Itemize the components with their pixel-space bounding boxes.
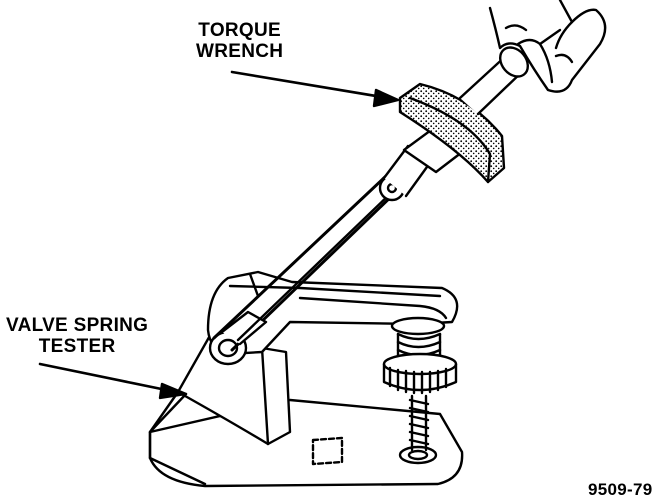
torque-wrench-shaft — [212, 174, 400, 352]
adjuster-knob[interactable] — [382, 352, 458, 395]
tester-column — [148, 330, 292, 446]
torque-wrench-handle[interactable] — [458, 42, 533, 116]
torque-wrench-label: TORQUE WRENCH — [196, 20, 283, 62]
valve-spring-tester-leader-arrow — [38, 362, 188, 400]
valve-spring-tester-label-line-1: VALVE SPRING — [6, 315, 149, 336]
valve-spring-tester-label-line-2: TESTER — [38, 336, 116, 357]
torque-wrench-label-line-2: WRENCH — [196, 41, 284, 62]
torque-wrench-label-line-1: TORQUE — [198, 20, 282, 41]
torque-wrench-leader-arrow — [230, 70, 400, 108]
hand-holding-wrench — [488, 0, 607, 93]
valve-spring-tester-label: VALVE SPRING TESTER — [6, 315, 148, 357]
threaded-screw — [408, 394, 430, 452]
tester-base-plate — [148, 398, 464, 488]
torque-wrench-grip[interactable] — [398, 82, 506, 184]
figure-number: 9509-79 — [588, 480, 653, 499]
tester-arm — [206, 270, 459, 366]
